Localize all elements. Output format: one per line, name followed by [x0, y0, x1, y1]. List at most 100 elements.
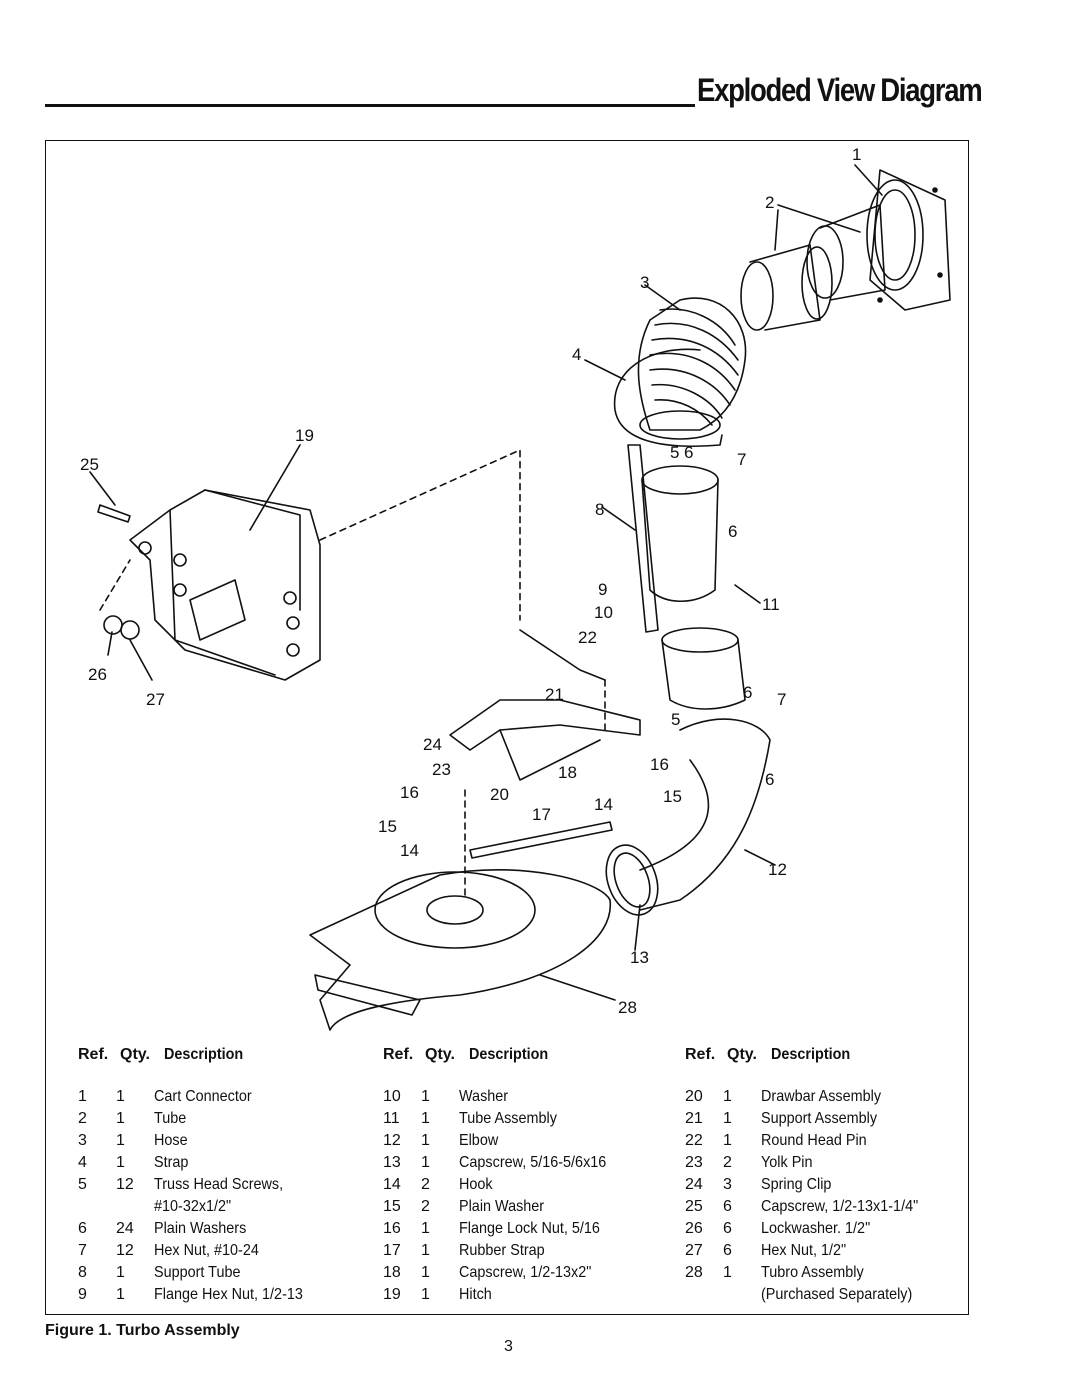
- ref-cell: 26: [685, 1220, 703, 1237]
- callout-19: 19: [295, 426, 314, 445]
- support-tube-drawing: [627, 444, 659, 633]
- ref-cell: 21: [685, 1110, 703, 1127]
- rubber-strap-drawing: [469, 821, 613, 859]
- ref-cell: 1: [78, 1088, 87, 1105]
- description-cell: Plain Washer: [459, 1198, 545, 1215]
- ref-cell: 8: [78, 1264, 87, 1281]
- callouts: 1 2 3 4 5 6 7 8 6 9 10 11 22 21 5 6 7 24…: [80, 145, 861, 1017]
- figure-frame: [45, 140, 969, 1315]
- qty-cell: 1: [116, 1132, 125, 1149]
- qty-cell: 1: [421, 1088, 430, 1105]
- qty-cell: [116, 1196, 154, 1218]
- header-description: Description: [164, 1046, 244, 1063]
- description-cell: Capscrew, 1/2-13x1-1/4": [761, 1198, 919, 1215]
- callout-23: 23: [432, 760, 451, 779]
- callout-1: 1: [852, 145, 861, 164]
- description-cell: Round Head Pin: [761, 1132, 867, 1149]
- callout-16b: 16: [400, 783, 419, 802]
- ref-cell: 18: [383, 1264, 401, 1281]
- callout-15b: 15: [378, 817, 397, 836]
- ref-cell: 11: [383, 1110, 400, 1127]
- description-cell: Truss Head Screws,: [154, 1176, 284, 1193]
- parts-header: Ref. Qty. Description: [383, 1046, 623, 1068]
- ref-cell: 14: [383, 1176, 401, 1193]
- ref-cell: 10: [383, 1088, 401, 1105]
- ref-cell: [78, 1196, 116, 1218]
- callout-6c: 6: [743, 683, 752, 702]
- callout-20: 20: [490, 785, 509, 804]
- qty-cell: [723, 1284, 761, 1306]
- description-cell: Rubber Strap: [459, 1242, 545, 1259]
- description-cell: Capscrew, 5/16-5/6x16: [459, 1154, 607, 1171]
- description-cell: Hose: [154, 1132, 188, 1149]
- ref-cell: 17: [383, 1242, 401, 1259]
- qty-cell: 12: [116, 1242, 134, 1259]
- description-cell: Hook: [459, 1176, 493, 1193]
- ref-cell: 5: [78, 1176, 87, 1193]
- ref-cell: 3: [78, 1132, 87, 1149]
- qty-cell: 1: [116, 1110, 125, 1127]
- cart-connector-drawing: [866, 169, 951, 311]
- parts-row: 20 1 Drawbar Assembly: [685, 1086, 936, 1108]
- figure-caption: Figure 1. Turbo Assembly: [45, 1322, 240, 1339]
- header-ref: Ref.: [383, 1046, 414, 1063]
- callout-14a: 14: [594, 795, 613, 814]
- qty-cell: 2: [421, 1198, 430, 1215]
- ref-cell: 20: [685, 1088, 703, 1105]
- ref-cell: 27: [685, 1242, 703, 1259]
- description-cell: Tubro Assembly: [761, 1264, 864, 1281]
- qty-cell: 1: [421, 1132, 430, 1149]
- description-cell: Support Tube: [154, 1264, 241, 1281]
- ref-cell: 4: [78, 1154, 87, 1171]
- header-ref: Ref.: [78, 1046, 109, 1063]
- qty-cell: 1: [116, 1154, 125, 1171]
- parts-header: Ref. Qty. Description: [685, 1046, 936, 1068]
- leader-lines: [89, 164, 883, 1001]
- description-cell: Washer: [459, 1088, 509, 1105]
- qty-cell: 1: [116, 1088, 125, 1105]
- qty-cell: 3: [723, 1176, 732, 1193]
- description-cell: Drawbar Assembly: [761, 1088, 882, 1105]
- description-cell: Hitch: [459, 1286, 492, 1303]
- description-cell: Flange Hex Nut, 1/2-13: [154, 1286, 303, 1303]
- description-cell: Tube: [154, 1110, 187, 1127]
- callout-21: 21: [545, 685, 564, 704]
- header-description: Description: [469, 1046, 549, 1063]
- description-cell: Spring Clip: [761, 1176, 832, 1193]
- description-cell: Elbow: [459, 1132, 499, 1149]
- parts-row: (Purchased Separately): [685, 1284, 936, 1306]
- qty-cell: 1: [723, 1132, 732, 1149]
- qty-cell: 1: [421, 1286, 430, 1303]
- callout-22: 22: [578, 628, 597, 647]
- parts-row: 3 1 Hose: [78, 1130, 319, 1152]
- parts-row: 22 1 Round Head Pin: [685, 1130, 936, 1152]
- qty-cell: 6: [723, 1242, 732, 1259]
- callout-6a: 6: [684, 443, 693, 462]
- ref-cell: 12: [383, 1132, 401, 1149]
- ref-cell: 22: [685, 1132, 703, 1149]
- qty-cell: 1: [116, 1286, 125, 1303]
- qty-cell: 2: [723, 1154, 732, 1171]
- page-title: Exploded View Diagram: [697, 72, 983, 108]
- qty-cell: 1: [723, 1088, 732, 1105]
